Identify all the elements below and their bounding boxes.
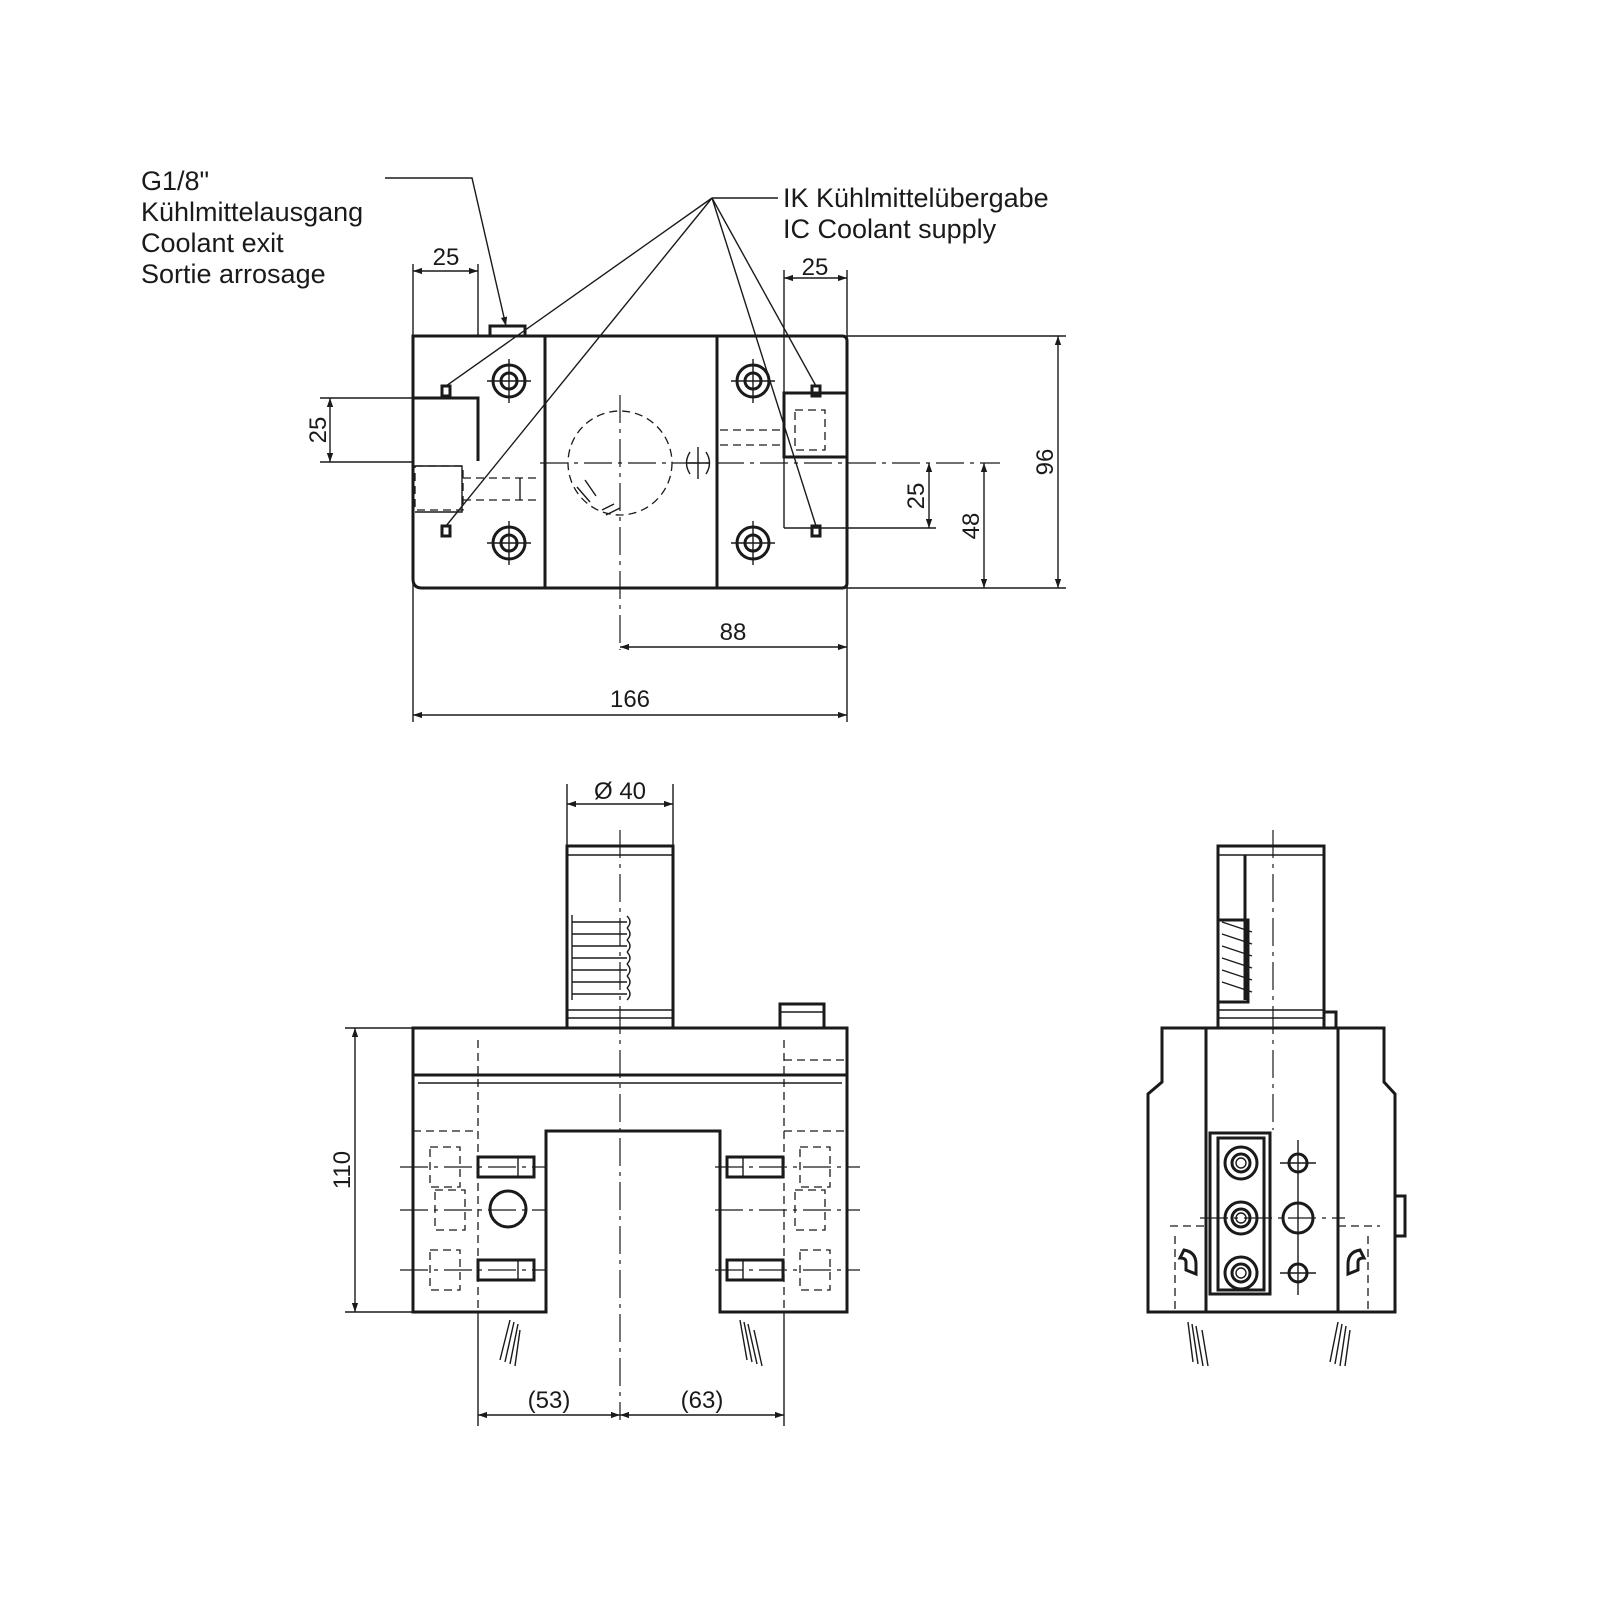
top-view-body-outline — [411, 334, 849, 590]
callout-exit-line-1: G1/8" — [141, 166, 209, 196]
side-view-body-outline — [1146, 1026, 1397, 1314]
dim-total-width: 166 — [610, 686, 650, 713]
front-left-pockets — [400, 1146, 545, 1291]
dim-half-height: 48 — [958, 513, 985, 540]
front-view: Ø 40 110 (53) (63) — [329, 778, 860, 1426]
front-view-coolant-nipple — [778, 1002, 826, 1030]
top-view-screws — [487, 359, 775, 565]
front-view-body-outline — [411, 1026, 849, 1314]
side-view-clamp-plate — [1208, 1131, 1272, 1296]
callout-exit-line-2: Kühlmittelausgang — [141, 197, 363, 227]
top-view-shank-edge — [413, 396, 480, 461]
front-right-pockets — [715, 1146, 860, 1291]
dim-left-offset: (53) — [528, 1387, 571, 1414]
coolant-supply-callout: IK Kühlmittelübergabe IC Coolant supply — [783, 183, 1049, 244]
dim-top-right-width: 25 — [802, 254, 829, 281]
side-view — [1146, 830, 1407, 1367]
top-view: 25 25 25 25 48 96 88 166 G1/8" Kühlmitte… — [141, 166, 1066, 722]
side-view-screws — [1200, 1140, 1345, 1295]
dim-left-shank-height: 25 — [305, 417, 332, 444]
dim-right-offset: (63) — [681, 1387, 724, 1414]
coolant-exit-callout: G1/8" Kühlmittelausgang Coolant exit Sor… — [141, 166, 363, 289]
dim-center-to-right: 88 — [720, 619, 747, 646]
dim-right-offset-height: 25 — [903, 483, 930, 510]
side-shank-thread — [1216, 918, 1253, 1004]
callout-supply-line-1: IK Kühlmittelübergabe — [783, 183, 1049, 213]
side-view-coolant-nipple — [1393, 1194, 1407, 1238]
callout-supply-line-2: IC Coolant supply — [783, 214, 997, 244]
shank-thread — [571, 915, 631, 1001]
dim-total-height: 96 — [1032, 449, 1059, 476]
dim-shank-diameter: Ø 40 — [594, 778, 646, 805]
callout-exit-line-4: Sortie arrosage — [141, 259, 326, 289]
dim-front-height: 110 — [329, 1151, 356, 1189]
callout-exit-line-3: Coolant exit — [141, 228, 284, 258]
coolant-exit-leader — [385, 177, 508, 327]
dim-top-left-width: 25 — [433, 244, 460, 271]
coolant-supply-leaders — [445, 197, 817, 527]
